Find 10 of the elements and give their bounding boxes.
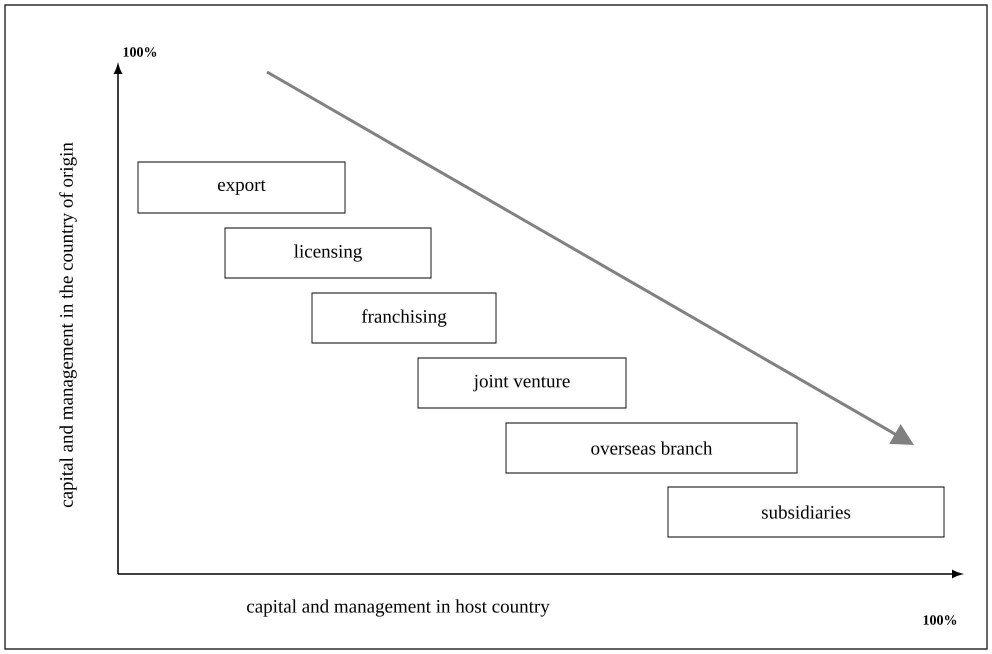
axis-label: capital and management in host country [247,599,550,617]
axis-end-label: 100% [924,615,956,625]
process-box: licensing [224,228,432,278]
process-box: subsidiaries [668,486,944,538]
axis-label: capital and management in the country of origin [59,142,77,508]
process-box: joint venture [418,358,626,408]
process-box: franchising [312,292,496,344]
process-box: export [138,162,346,214]
axis-end-label: 100% [124,47,156,57]
process-box: overseas branch [506,422,798,474]
